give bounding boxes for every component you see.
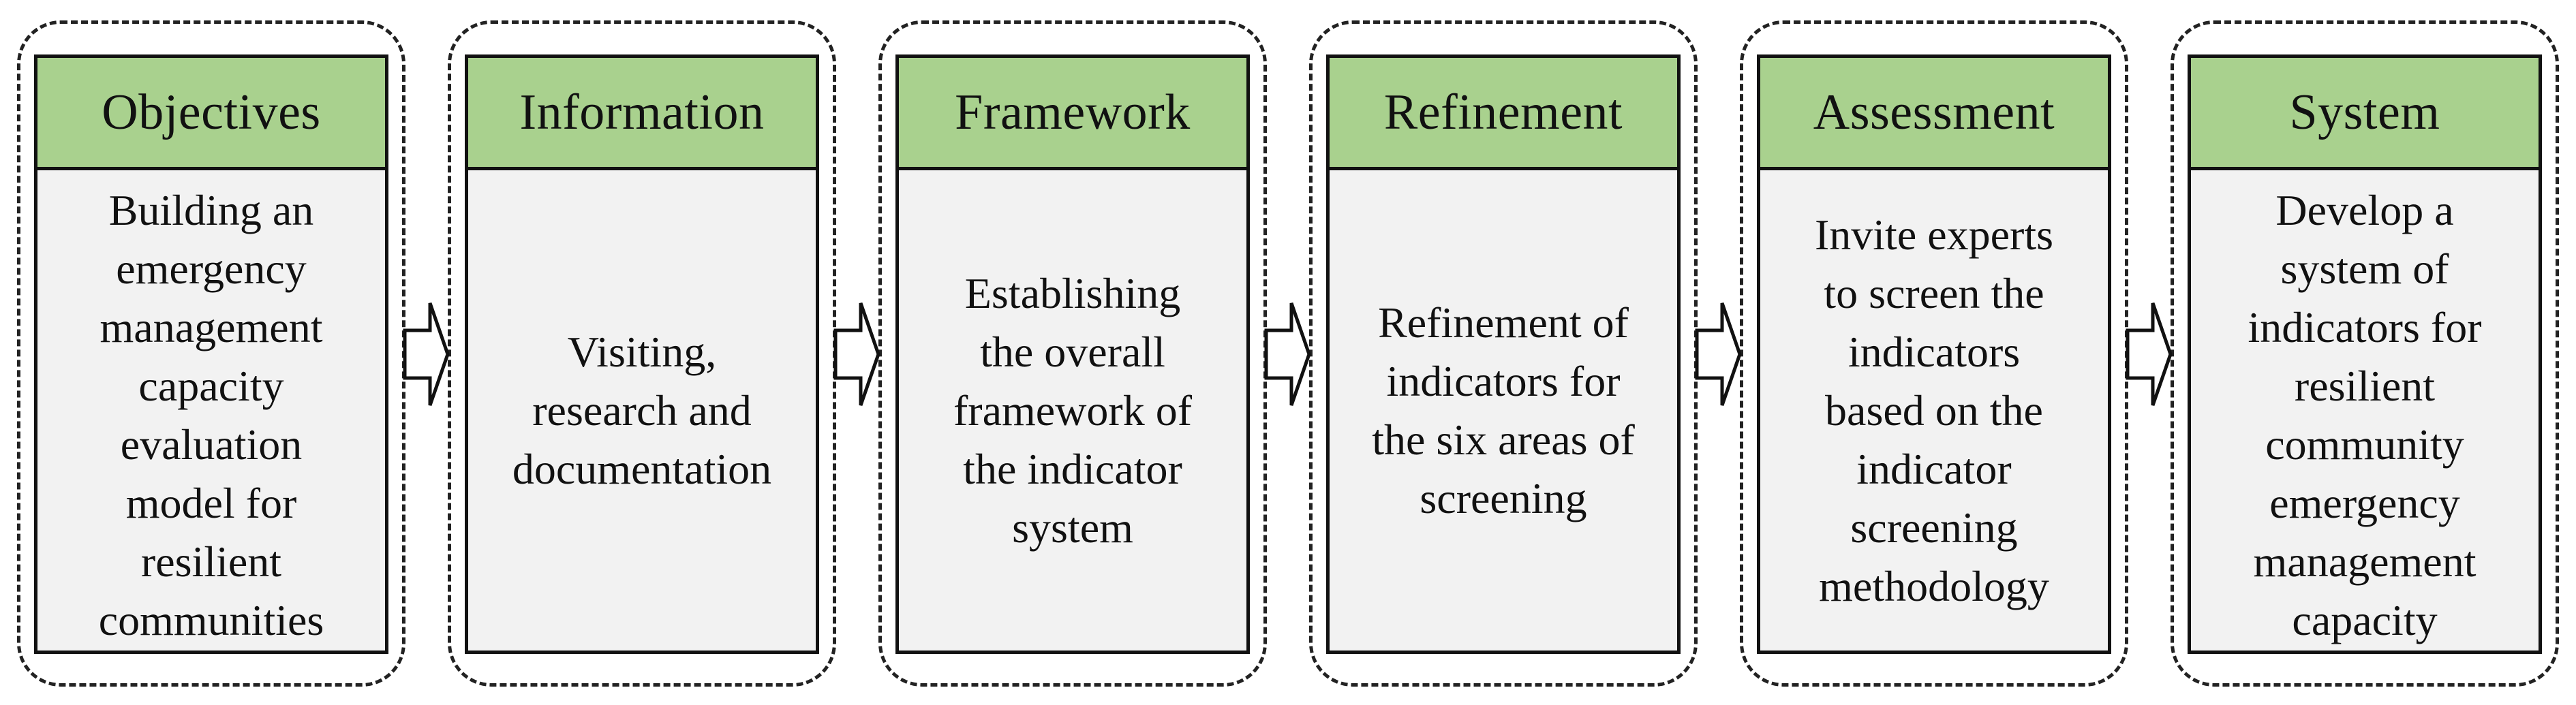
stage-5-body: Invite experts to screen the indicators … (1760, 170, 2108, 651)
stage-4-box: Refinement Refinement of indicators for … (1326, 54, 1681, 654)
arrow-right-icon (1695, 302, 1742, 406)
stage-1-box: Objectives Building an emergency managem… (34, 54, 388, 654)
stage-4-title: Refinement (1330, 58, 1677, 170)
stage-6-title: System (2191, 58, 2539, 170)
stage-3-title: Framework (899, 58, 1246, 170)
stage-6-body: Develop a system of indicators for resil… (2191, 170, 2539, 661)
stage-1-description: Building an emergency management capacit… (98, 186, 324, 644)
stage-6-description: Develop a system of indicators for resil… (2248, 186, 2482, 644)
stage-6-dashed-frame (2171, 20, 2559, 687)
stage-5-box: Assessment Invite experts to screen the … (1757, 54, 2111, 654)
stage-1-title: Objectives (37, 58, 385, 170)
arrow-right-icon (833, 302, 880, 406)
stage-4-body: Refinement of indicators for the six are… (1330, 170, 1677, 651)
stage-3-box: Framework Establishing the overall frame… (895, 54, 1250, 654)
stage-5-title: Assessment (1760, 58, 2108, 170)
arrow-right-icon (2126, 302, 2173, 406)
stage-4-description: Refinement of indicators for the six are… (1372, 298, 1635, 522)
arrow-right-icon (403, 302, 450, 406)
stage-2-body: Visiting, research and documentation (468, 170, 816, 651)
stage-5-description: Invite experts to screen the indicators … (1814, 210, 2054, 610)
stage-3-description: Establishing the overall framework of th… (953, 268, 1193, 552)
stage-2-title: Information (468, 58, 816, 170)
stage-6-box: System Develop a system of indicators fo… (2188, 54, 2542, 654)
stage-2-description: Visiting, research and documentation (512, 327, 772, 493)
stage-1-body: Building an emergency management capacit… (37, 170, 385, 661)
stage-3-body: Establishing the overall framework of th… (899, 170, 1246, 651)
stage-2-box: Information Visiting, research and docum… (465, 54, 819, 654)
arrow-right-icon (1264, 302, 1311, 406)
